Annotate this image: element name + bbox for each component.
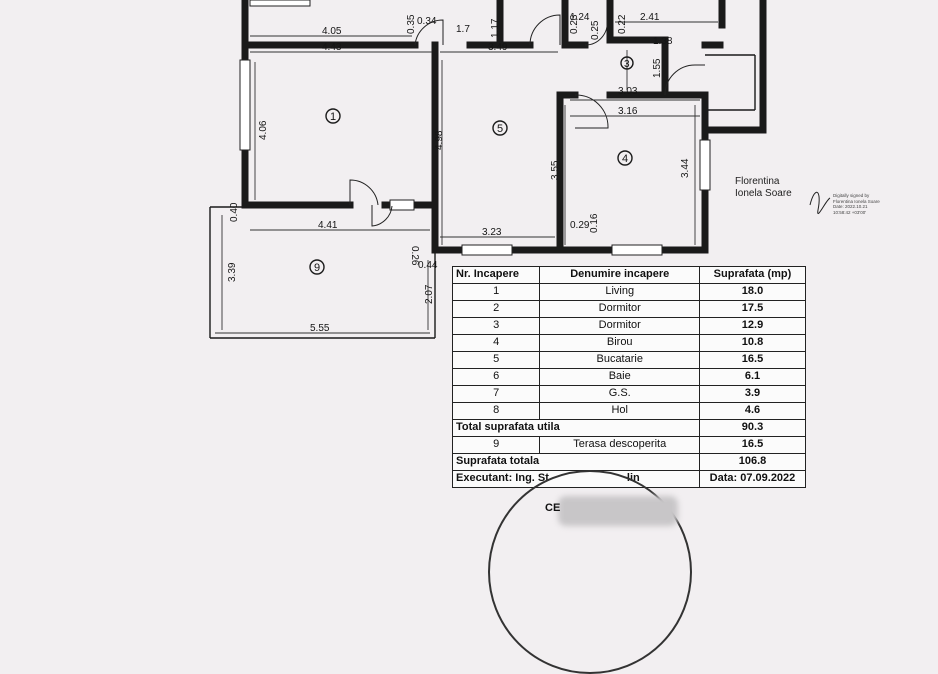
dim-label: 3.23 (482, 227, 502, 238)
dim-label: 1.7 (456, 24, 470, 35)
room-area-table: Nr. Incapere Denumire incapere Suprafata… (451, 266, 807, 488)
terrace-outline (209, 54, 756, 339)
cell-area: 4.6 (698, 402, 807, 420)
cell-area: 18.0 (698, 283, 807, 301)
dim-label: 3.55 (550, 160, 561, 180)
dim-label: 4.06 (258, 120, 269, 140)
cell-nr: 1 (451, 283, 541, 301)
table-row: 1 Living 18.0 (451, 283, 807, 301)
cell-name: Dormitor (539, 317, 700, 335)
dim-label: 4.05 (322, 26, 342, 37)
dimension-lines (215, 21, 718, 334)
cell-area: 10.8 (698, 334, 807, 352)
cell-name: Baie (539, 368, 700, 386)
cell-name: Living (539, 283, 700, 301)
redacted-area (558, 496, 678, 526)
total-util-label: Total suprafata utila (452, 419, 700, 437)
cell-nr: 8 (451, 402, 541, 420)
total-value: 106.8 (698, 453, 807, 471)
col-header-nr: Nr. Incapere (451, 266, 541, 284)
table-row: 8 Hol 4.6 (451, 402, 807, 420)
cell-nr: 9 (451, 436, 541, 454)
cell-nr: 3 (451, 317, 541, 335)
cell-name: G.S. (539, 385, 700, 403)
dim-label: 3.03 (618, 86, 638, 97)
dim-label: 1.38 (653, 36, 673, 47)
table-row: 3 Dormitor 12.9 (451, 317, 807, 335)
cell-nr: 2 (451, 300, 541, 318)
table-row: 7 G.S. 3.9 (451, 385, 807, 403)
total-label: Suprafata totala (452, 453, 700, 471)
cell-area: 3.9 (698, 385, 807, 403)
cell-nr: 6 (451, 368, 541, 386)
cell-area: 16.5 (698, 351, 807, 369)
dim-label: 0.29 (570, 220, 590, 231)
room-number: 3 (624, 59, 630, 70)
dim-label: 1.24 (570, 12, 590, 23)
signature-name: Florentina Ionela Soare (735, 176, 792, 199)
dim-label: 2.41 (640, 12, 660, 23)
cell-nr: 5 (451, 351, 541, 369)
dim-label: 0.22 (617, 14, 628, 34)
total-util-value: 90.3 (698, 419, 807, 437)
signature-scribble (809, 192, 831, 214)
door-swings (349, 14, 705, 227)
cell-name: Bucatarie (539, 351, 700, 369)
col-header-area: Suprafata (mp) (698, 266, 807, 284)
floor-plan: 4.05 4.43 0.35 0.34 1.7 1.17 3.49 1.24 0… (209, 0, 831, 339)
dim-label: 4.98 (434, 130, 445, 150)
dim-label: 0.23 (569, 14, 580, 34)
cell-area: 6.1 (698, 368, 807, 386)
dim-label: 0.25 (590, 20, 601, 40)
cell-name: Dormitor (539, 300, 700, 318)
dim-label: 1.55 (652, 58, 663, 78)
cell-area: 12.9 (698, 317, 807, 335)
dim-label: 4.41 (318, 220, 338, 231)
dim-label: 1.17 (490, 18, 501, 38)
dim-label: 3.44 (680, 158, 691, 178)
dim-label: 5.55 (310, 323, 330, 334)
dim-label: 0.44 (418, 260, 438, 271)
dim-label: 3.49 (488, 42, 508, 53)
windows (239, 0, 711, 256)
executant-label: Executant: Ing. St (456, 472, 549, 485)
room-markers: 1 5 4 3 9 (309, 56, 634, 275)
total-util-row: Total suprafata utila 90.3 (452, 419, 807, 437)
walls (241, 0, 767, 254)
dimension-labels: 4.05 4.43 0.35 0.34 1.7 1.17 3.49 1.24 0… (227, 12, 691, 334)
dim-label: 2.07 (424, 284, 435, 304)
dim-label: 4.43 (322, 42, 342, 53)
table-header-row: Nr. Incapere Denumire incapere Suprafata… (451, 266, 807, 284)
cell-area: 16.5 (698, 436, 807, 454)
total-row: Suprafata totala 106.8 (452, 453, 807, 471)
cell-area: 17.5 (698, 300, 807, 318)
terrace-row: 9 Terasa descoperita 16.5 (451, 436, 807, 454)
cell-name: Birou (539, 334, 700, 352)
cell-nr: 7 (451, 385, 541, 403)
dim-label: 0.16 (589, 213, 600, 233)
cell-name: Hol (539, 402, 700, 420)
cell-name: Terasa descoperita (539, 436, 700, 454)
stamp-text: CE (545, 502, 561, 514)
table-row: 5 Bucatarie 16.5 (451, 351, 807, 369)
dim-label: 0.34 (417, 16, 437, 27)
dim-label: 0.35 (406, 14, 417, 34)
table-row: 4 Birou 10.8 (451, 334, 807, 352)
room-number: 9 (314, 262, 320, 274)
table-row: 6 Baie 6.1 (451, 368, 807, 386)
dim-label: 3.39 (227, 262, 238, 282)
cell-nr: 4 (451, 334, 541, 352)
room-number: 5 (497, 123, 503, 135)
dim-label: 0.26 (409, 246, 420, 266)
dim-label: 3.16 (618, 106, 638, 117)
col-header-name: Denumire incapere (539, 266, 700, 284)
date-label: Data: 07.09.2022 (698, 470, 807, 488)
table-row: 2 Dormitor 17.5 (451, 300, 807, 318)
room-number: 1 (330, 111, 336, 123)
room-number: 4 (622, 153, 628, 165)
dim-label: 0.40 (229, 202, 240, 222)
digital-signature-note: Digitally signed by Florentina Ionela So… (833, 193, 880, 215)
